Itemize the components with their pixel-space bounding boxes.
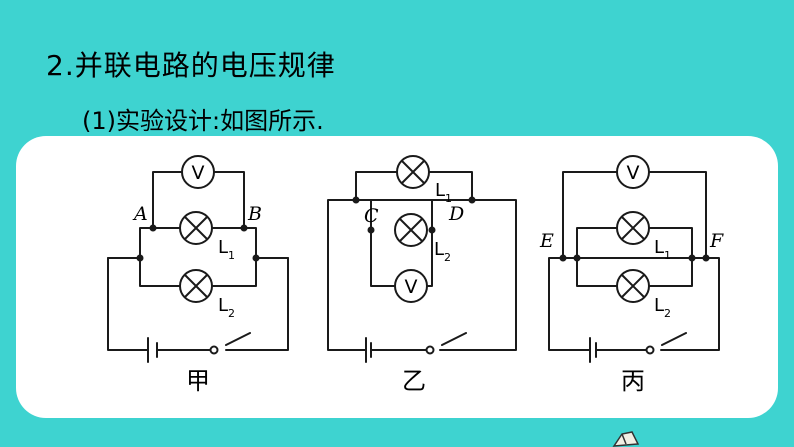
point-label: D — [448, 203, 464, 225]
circuit-caption: 甲 — [186, 367, 210, 395]
circuit-caption: 乙 — [402, 367, 426, 395]
junction-dot — [468, 196, 476, 204]
junction-dot — [240, 224, 248, 232]
point-label: A — [132, 203, 148, 225]
circuit-jia: V A B L1 L2 甲 — [107, 155, 289, 395]
junction-dot — [367, 226, 375, 234]
svg-text:V: V — [627, 162, 640, 184]
lamp-icon — [396, 155, 430, 189]
junction-dot — [702, 254, 710, 262]
svg-text:V: V — [405, 276, 418, 298]
junction-dot — [136, 254, 144, 262]
junction-dot — [573, 254, 581, 262]
switch-icon — [209, 345, 219, 355]
voltmeter-icon: V — [616, 155, 650, 189]
voltmeter-icon: V — [181, 155, 215, 189]
lamp-label: L2 — [218, 295, 235, 320]
point-label: E — [539, 230, 554, 252]
junction-dot — [559, 254, 567, 262]
circuit-bing: V E F L1 L2 丙 — [539, 155, 724, 395]
experiment-design-label: (1)实验设计:如图所示. — [82, 107, 324, 135]
lamp-icon — [179, 269, 213, 303]
junction-dot — [352, 196, 360, 204]
switch-icon — [425, 345, 435, 355]
lamp-label: L1 — [654, 237, 671, 262]
lamp-icon — [179, 211, 213, 245]
circuit-jia-wires — [107, 171, 289, 363]
circuit-yi: V C D L1 L2 乙 — [327, 155, 517, 395]
point-label: C — [364, 205, 379, 227]
point-label: B — [247, 203, 262, 225]
lamp-icon — [394, 213, 428, 247]
lamp-label: L2 — [654, 295, 671, 320]
lamp-label: L2 — [434, 239, 451, 264]
junction-dot — [428, 226, 436, 234]
circuit-bing-wires — [548, 171, 720, 363]
voltmeter-icon: V — [394, 269, 428, 303]
junction-dot — [252, 254, 260, 262]
junction-dot — [149, 224, 157, 232]
junction-dot — [688, 254, 696, 262]
lamp-icon — [616, 211, 650, 245]
svg-text:V: V — [192, 162, 205, 184]
lamp-icon — [616, 269, 650, 303]
circuit-caption: 丙 — [621, 367, 645, 395]
page-title: 2.并联电路的电压规律 — [46, 49, 336, 82]
pen-icon — [612, 431, 640, 447]
point-label: F — [709, 230, 724, 252]
lamp-label: L1 — [435, 180, 452, 205]
lamp-label: L1 — [218, 237, 235, 262]
switch-icon — [645, 345, 655, 355]
